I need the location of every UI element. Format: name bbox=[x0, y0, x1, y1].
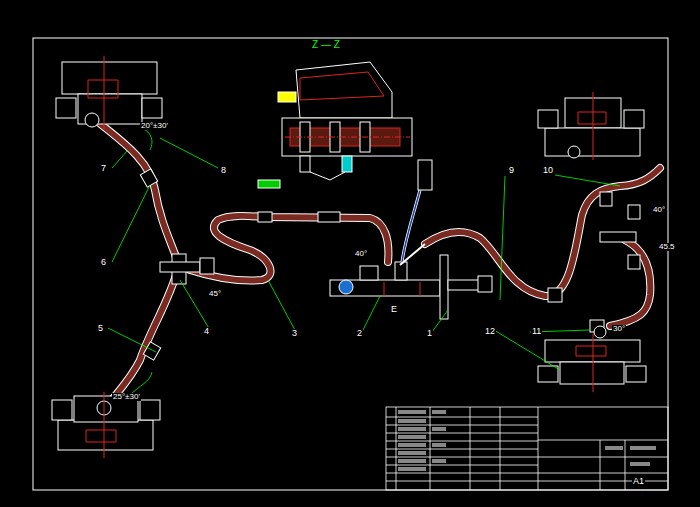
dimension: 20°±30' bbox=[140, 122, 169, 130]
callout-number: A1 bbox=[632, 477, 645, 486]
callout-number: 8 bbox=[220, 166, 227, 175]
dimension: 30° bbox=[612, 325, 626, 333]
dimension: 40° bbox=[652, 206, 666, 214]
title-block bbox=[386, 407, 668, 490]
callout-number: 12 bbox=[484, 327, 496, 336]
callout-number: 4 bbox=[203, 327, 210, 336]
callout-number: E bbox=[390, 305, 398, 314]
dimension: 45° bbox=[208, 290, 222, 298]
callout-number: 5 bbox=[97, 324, 104, 333]
callout-number: 9 bbox=[508, 166, 515, 175]
proportioning-valve bbox=[310, 160, 492, 319]
drawing-frame bbox=[33, 38, 668, 490]
dimension: 45.5 bbox=[658, 243, 676, 251]
leader-lines bbox=[108, 128, 620, 395]
callout-number: 3 bbox=[291, 329, 298, 338]
brake-hoses bbox=[98, 122, 660, 405]
title-block-fill bbox=[398, 410, 656, 471]
callout-number: 10 bbox=[542, 166, 554, 175]
caliper-centerline bbox=[86, 56, 606, 458]
callout-number: 2 bbox=[356, 329, 363, 338]
section-label: Z — Z bbox=[311, 40, 341, 50]
brake-caliper bbox=[52, 62, 646, 450]
dimension: 40° bbox=[354, 250, 368, 258]
master-cylinder bbox=[258, 62, 412, 188]
callout-number: 11 bbox=[531, 327, 542, 336]
callout-number: 7 bbox=[100, 164, 107, 173]
hose-fittings bbox=[140, 169, 640, 360]
dimension: 25°±30' bbox=[112, 393, 141, 401]
callout-number: 1 bbox=[426, 329, 433, 338]
callout-number: 6 bbox=[100, 258, 107, 267]
